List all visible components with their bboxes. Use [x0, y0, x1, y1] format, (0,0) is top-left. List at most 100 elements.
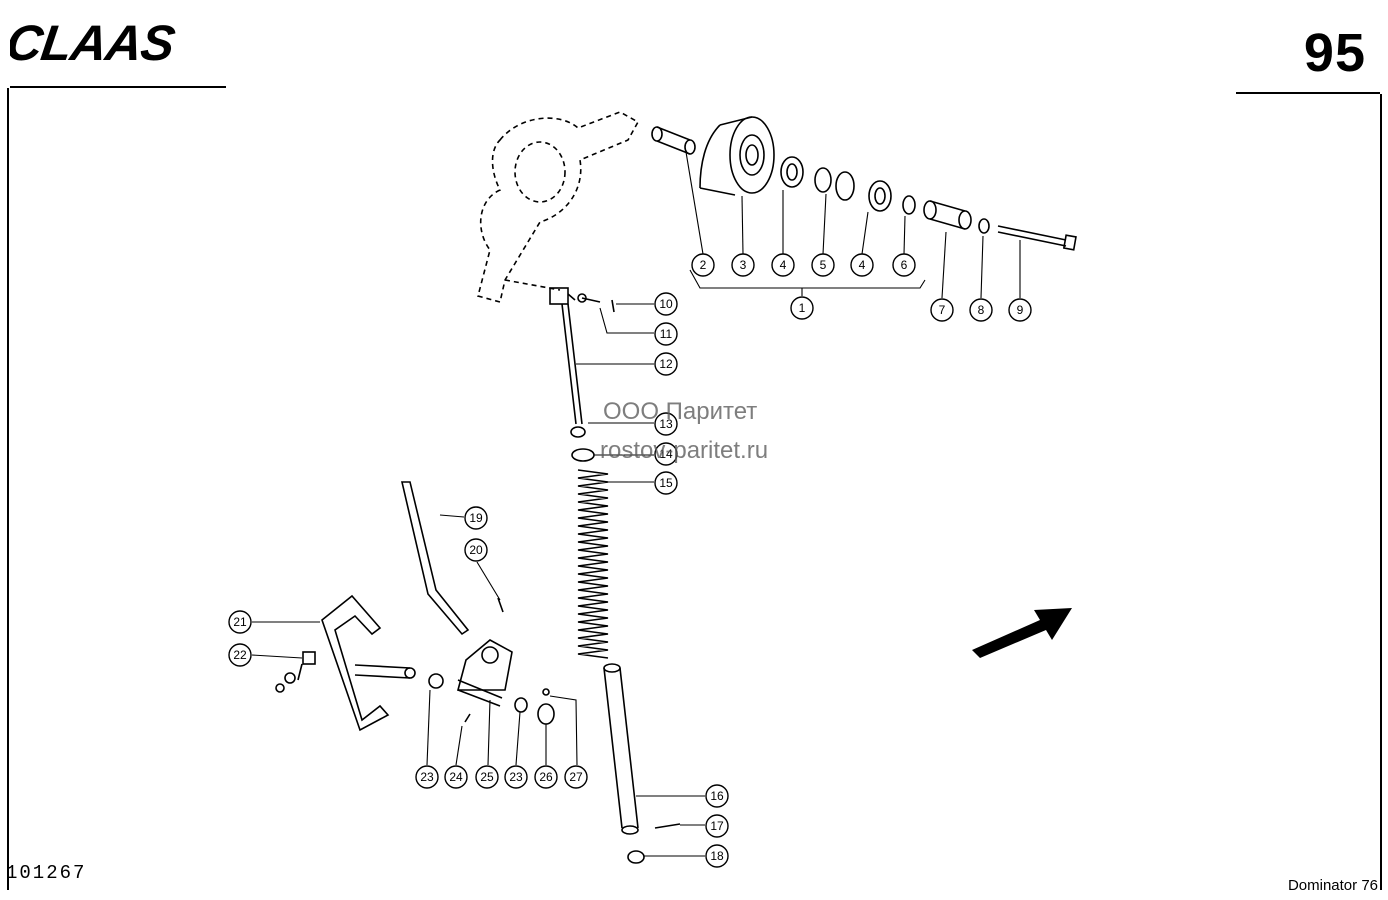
callout-26: 26 [534, 765, 558, 789]
part-10-11-clevis [549, 287, 615, 313]
claas-logo: CLAAS [10, 18, 178, 68]
svg-text:24: 24 [449, 770, 463, 784]
callout-21: 21 [228, 610, 252, 634]
part-4-bearing-a [780, 156, 804, 188]
svg-text:16: 16 [710, 789, 724, 803]
svg-text:5: 5 [820, 258, 827, 272]
callout-24: 24 [444, 765, 468, 789]
svg-text:21: 21 [233, 615, 247, 629]
part-5-ring-b [835, 171, 855, 201]
part-2-pin [651, 126, 696, 155]
callout-4a: 4 [771, 253, 795, 277]
svg-text:23: 23 [420, 770, 434, 784]
callout-20: 20 [464, 538, 488, 562]
callout-23b: 23 [504, 765, 528, 789]
direction-arrow [972, 608, 1072, 658]
part-27-nipple [542, 688, 550, 696]
part-13-nut [570, 426, 586, 438]
svg-text:13: 13 [659, 417, 673, 431]
watermark-url: rostov-paritet.ru [600, 437, 769, 464]
part-22-bolt [275, 651, 316, 693]
part-24-pin [464, 713, 471, 723]
svg-text:27: 27 [569, 770, 583, 784]
part-23-bush-a [428, 673, 444, 689]
part-25-block [456, 639, 513, 707]
callout-1: 1 [790, 296, 814, 320]
svg-text:11: 11 [660, 327, 673, 341]
model-name: Dominator 76 [1287, 877, 1378, 894]
callout-2: 2 [691, 253, 715, 277]
svg-text:4: 4 [780, 258, 787, 272]
callout-22: 22 [228, 643, 252, 667]
header-rule-left [10, 86, 226, 88]
callout-18: 18 [705, 844, 729, 868]
callout-10: 10 [654, 292, 678, 316]
callout-14: 14 [654, 442, 678, 466]
callout-3: 3 [731, 253, 755, 277]
part-14-washer [571, 448, 595, 462]
svg-text:9: 9 [1017, 303, 1024, 317]
callout-16: 16 [705, 784, 729, 808]
part-9-bolt [997, 225, 1077, 251]
part-17-pin [654, 823, 681, 829]
part-3-pulley [699, 116, 775, 196]
svg-text:8: 8 [978, 303, 985, 317]
part-21-bracket [321, 594, 416, 732]
drawing-number: 101267 [6, 862, 87, 884]
callout-9: 9 [1008, 298, 1032, 322]
callout-13: 13 [654, 412, 678, 436]
svg-text:3: 3 [740, 258, 747, 272]
part-20-pin [497, 597, 504, 613]
svg-text:23: 23 [509, 770, 523, 784]
callout-17: 17 [705, 814, 729, 838]
part-5-ring-a [814, 167, 832, 193]
part-16-tube [603, 663, 639, 835]
callout-25: 25 [475, 765, 499, 789]
leader-lines [251, 151, 1021, 857]
callout-11: 11 [654, 322, 678, 346]
part-26-sleeve [537, 703, 555, 725]
part-6-circlip [902, 195, 916, 215]
callout-6: 6 [892, 253, 916, 277]
svg-text:10: 10 [659, 297, 673, 311]
svg-text:19: 19 [469, 511, 483, 525]
watermark-company: ООО Паритет [603, 398, 758, 425]
svg-text:20: 20 [469, 543, 483, 557]
svg-text:26: 26 [539, 770, 553, 784]
svg-text:CLAAS: CLAAS [10, 18, 178, 68]
svg-text:2: 2 [700, 258, 707, 272]
callout-7: 7 [930, 298, 954, 322]
svg-text:14: 14 [659, 447, 673, 461]
part-7-sleeve [923, 200, 972, 230]
callout-23a: 23 [415, 765, 439, 789]
svg-text:22: 22 [233, 648, 247, 662]
part-19-lever [400, 481, 470, 636]
border-left [7, 88, 9, 890]
part-8-washer [978, 218, 990, 234]
callout-4b: 4 [850, 253, 874, 277]
part-23-bush-b [514, 697, 528, 713]
part-4-bearing-b [868, 180, 892, 212]
svg-text:18: 18 [710, 849, 724, 863]
page-number: 95 [1303, 23, 1366, 83]
part-18-cap [627, 850, 645, 864]
svg-text:12: 12 [659, 357, 673, 371]
svg-text:7: 7 [939, 303, 946, 317]
callout-5: 5 [811, 253, 835, 277]
callout-19: 19 [464, 506, 488, 530]
svg-text:1: 1 [799, 301, 806, 315]
callout-12: 12 [654, 352, 678, 376]
callout-15: 15 [654, 471, 678, 495]
svg-text:4: 4 [859, 258, 866, 272]
part-15-spring [577, 469, 609, 659]
callout-8: 8 [969, 298, 993, 322]
svg-text:25: 25 [480, 770, 494, 784]
part-12-rod [561, 303, 583, 425]
border-right [1380, 94, 1382, 890]
svg-text:6: 6 [901, 258, 908, 272]
svg-text:15: 15 [659, 476, 673, 490]
svg-text:17: 17 [710, 819, 724, 833]
tensioner-arm-dashed [477, 111, 640, 303]
callout-27: 27 [564, 765, 588, 789]
